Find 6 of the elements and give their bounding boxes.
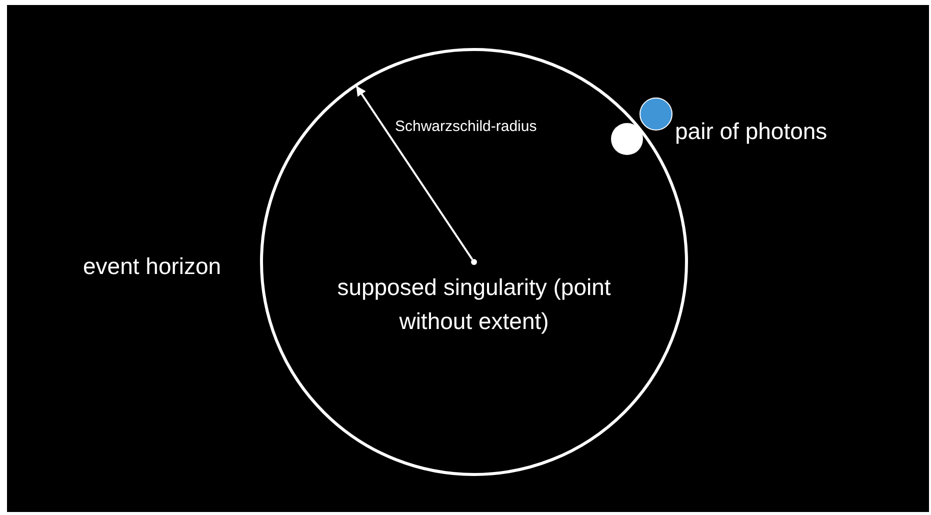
event-horizon-label: event horizon xyxy=(83,252,222,281)
edge-label: Schwarzschild-radius xyxy=(395,118,537,136)
photon-pair-label: pair of photons xyxy=(675,117,828,146)
singularity-point xyxy=(471,259,477,265)
singularity-label: supposed singularity (point without extent) xyxy=(336,273,612,336)
radius-arrow xyxy=(356,86,474,260)
